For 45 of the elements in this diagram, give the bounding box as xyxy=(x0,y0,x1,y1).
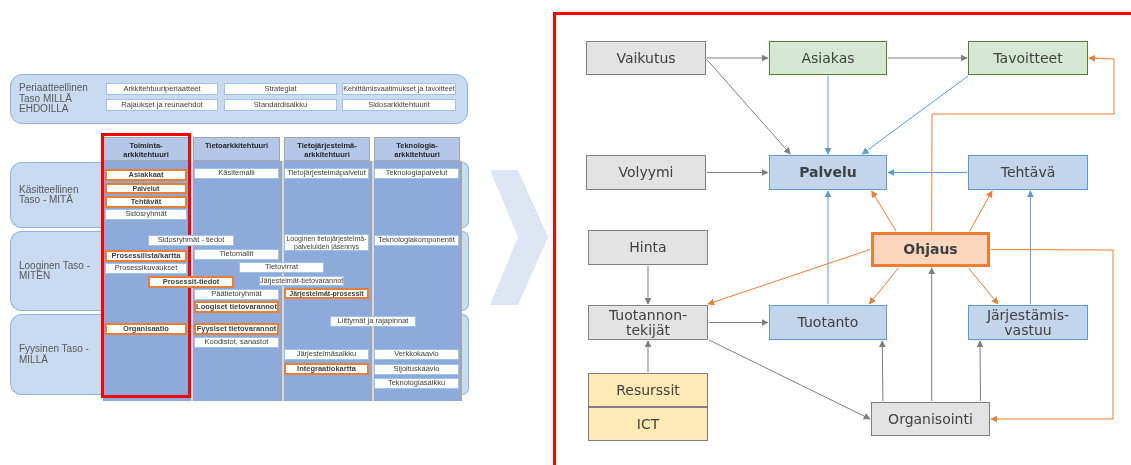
arrow xyxy=(706,59,791,155)
arrow xyxy=(878,340,886,402)
arrow xyxy=(928,267,936,402)
concept-box: Resurssit xyxy=(588,373,708,407)
concept-box: Tuotannon- tekijät xyxy=(588,305,708,340)
arrow xyxy=(887,169,968,176)
arrow xyxy=(824,190,832,305)
arrow xyxy=(644,265,652,305)
arrow xyxy=(824,75,832,155)
arrow xyxy=(931,54,1115,232)
arrow xyxy=(871,190,897,232)
arrow xyxy=(868,267,899,305)
arrow xyxy=(708,339,871,420)
arrow xyxy=(887,54,968,62)
arrow xyxy=(706,169,769,176)
arrow xyxy=(1026,190,1034,305)
concept-box: Järjestämis- vastuu xyxy=(968,305,1088,340)
arrow xyxy=(990,249,1114,423)
arrow xyxy=(707,249,871,306)
level-band xyxy=(10,314,103,395)
concept-box: Tavoitteet xyxy=(968,41,1088,75)
level-label: Fyysinen Taso - MILLÄ xyxy=(19,344,90,365)
level-band xyxy=(10,231,103,311)
arrow xyxy=(706,54,769,62)
arrow xyxy=(976,340,984,402)
level-label: Looginen Taso - MITEN xyxy=(19,260,91,282)
concept-box: Palvelu xyxy=(769,155,887,190)
concept-box: Asiakas xyxy=(769,41,887,75)
level-label: Periaatteellinen Taso MILLÄ EHDOILLA xyxy=(19,83,89,115)
level-panel xyxy=(10,74,468,124)
concept-box: Volyymi xyxy=(586,155,706,190)
concept-box: Tuotanto xyxy=(769,305,887,340)
concept-box: Hinta xyxy=(588,230,708,265)
concept-box: ICT xyxy=(588,407,708,441)
level-label: Käsitteellinen Taso - MITÄ xyxy=(19,184,80,206)
arrow xyxy=(968,267,999,305)
arrow xyxy=(644,340,652,373)
concept-box: Organisointi xyxy=(871,402,990,436)
level-band xyxy=(10,162,103,228)
control-box: Ohjaus xyxy=(871,232,990,267)
concept-box: Vaikutus xyxy=(586,41,706,75)
arrow xyxy=(969,190,993,232)
concept-box: Tehtävä xyxy=(968,155,1088,190)
arrow xyxy=(708,319,769,326)
arrow xyxy=(861,75,969,155)
